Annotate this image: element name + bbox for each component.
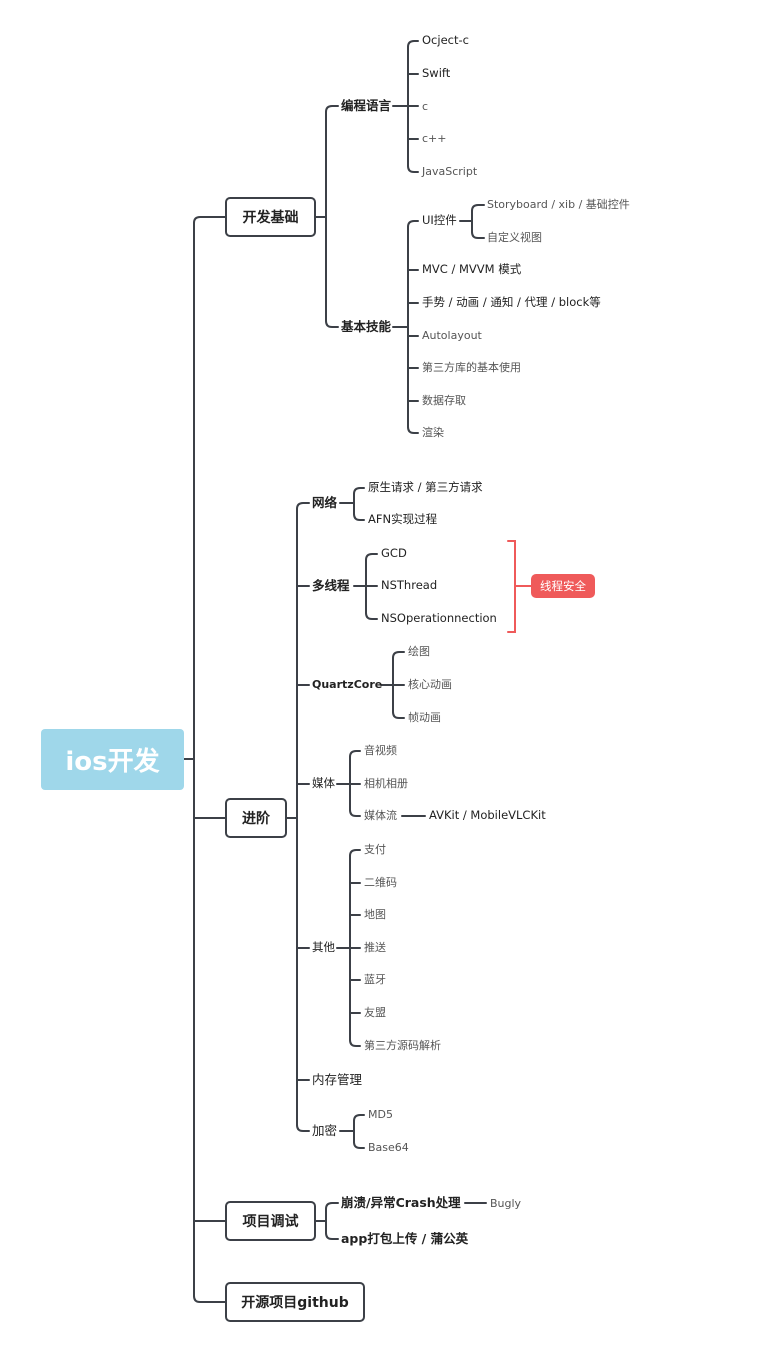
quartz-link-branch [392,651,405,659]
node-quartz-item[interactable]: 核心动画 [408,678,452,691]
node-lang-item[interactable]: Ocject-c [422,33,469,47]
node-other-item[interactable]: 第三方源码解析 [364,1039,441,1052]
node-lang-item[interactable]: Swift [422,66,451,80]
node-other-item[interactable]: 二维码 [364,876,397,889]
node-media-item[interactable]: 音视频 [364,744,397,757]
advanced-link-branch [296,1124,310,1132]
branch-basics[interactable]: 开发基础 [225,197,316,237]
root-link-branch [193,1295,226,1303]
media-link-branch [349,750,361,758]
other-link-branch [349,849,361,857]
node-memory[interactable]: 内存管理 [312,1072,363,1087]
lang-link-branch [407,40,419,48]
node-thread-item[interactable]: NSThread [381,578,438,592]
thread-link-branch [365,553,378,561]
node-quartz[interactable]: QuartzCore [312,678,383,691]
node-other-item[interactable]: 蓝牙 [364,973,386,986]
node-skill-item[interactable]: 第三方库的基本使用 [422,361,521,374]
node-thread-item[interactable]: NSOperationnection [381,611,497,625]
branch-github[interactable]: 开源项目github [225,1282,365,1322]
media-link-branch [349,809,361,817]
node-media-stream-child[interactable]: AVKit / MobileVLCKit [429,808,546,822]
other-link-branch [349,1039,361,1047]
node-thread-item[interactable]: GCD [381,546,407,560]
node-skills[interactable]: 基本技能 [341,319,392,334]
node-skill-item[interactable]: 数据存取 [422,394,466,407]
ui-link-branch [471,231,485,239]
node-skill-item[interactable]: Autolayout [422,329,482,342]
node-media-item[interactable]: 相机相册 [364,777,408,790]
node-media[interactable]: 媒体 [312,776,335,790]
branch-advanced[interactable]: 进阶 [225,798,287,838]
node-other-item[interactable]: 推送 [364,941,386,954]
node-crypto[interactable]: 加密 [312,1123,338,1138]
node-ui[interactable]: UI控件 [422,213,457,227]
node-quartz-item[interactable]: 帧动画 [408,711,441,724]
node-lang[interactable]: 编程语言 [341,98,392,113]
node-skill-item[interactable]: MVC / MVVM 模式 [422,262,522,276]
node-ui-item[interactable]: 自定义视图 [487,231,542,244]
node-crash-child[interactable]: Bugly [490,1197,522,1210]
advanced-link-branch [296,502,310,510]
root-link-branch [193,216,226,224]
branch-debug[interactable]: 项目调试 [225,1201,316,1241]
thread-link-branch [365,612,378,620]
lang-link-branch [407,165,419,173]
crypto-link-branch [353,1114,365,1122]
node-lang-item[interactable]: c++ [422,132,447,145]
crypto-link-branch [353,1141,365,1149]
network-link-branch [353,513,365,521]
basics-link-branch [325,105,339,113]
debug-link-branch [325,1232,339,1240]
node-quartz-item[interactable]: 绘图 [408,645,430,658]
root-node[interactable]: ios开发 [41,729,184,790]
skills-link-branch [407,220,419,228]
ui-link-branch [471,204,485,212]
node-other-item[interactable]: 支付 [364,843,386,856]
quartz-link-branch [392,711,405,719]
node-network-item[interactable]: AFN实现过程 [368,512,438,526]
thread-group-bracket [507,540,516,633]
node-crypto-item[interactable]: MD5 [368,1108,393,1121]
node-skill-item[interactable]: 手势 / 动画 / 通知 / 代理 / block等 [422,295,601,309]
node-upload[interactable]: app打包上传 / 蒲公英 [341,1231,469,1246]
node-crash[interactable]: 崩溃/异常Crash处理 [341,1195,461,1210]
node-ui-item[interactable]: Storyboard / xib / 基础控件 [487,198,630,211]
node-network[interactable]: 网络 [312,495,338,510]
node-media-item[interactable]: 媒体流 [364,809,397,822]
node-lang-item[interactable]: JavaScript [422,165,478,178]
node-thread[interactable]: 多线程 [312,578,350,593]
debug-link-branch [325,1202,339,1210]
network-link-branch [353,487,365,495]
skills-link-branch [407,426,419,434]
node-skill-item[interactable]: 渲染 [422,426,444,439]
node-crypto-item[interactable]: Base64 [368,1141,409,1154]
node-other-item[interactable]: 友盟 [364,1006,386,1019]
node-network-item[interactable]: 原生请求 / 第三方请求 [368,480,483,494]
node-other-item[interactable]: 地图 [364,908,386,921]
node-other[interactable]: 其他 [312,940,335,954]
basics-link-branch [325,320,339,328]
thread-safety-badge[interactable]: 线程安全 [531,574,595,598]
node-lang-item[interactable]: c [422,100,429,113]
